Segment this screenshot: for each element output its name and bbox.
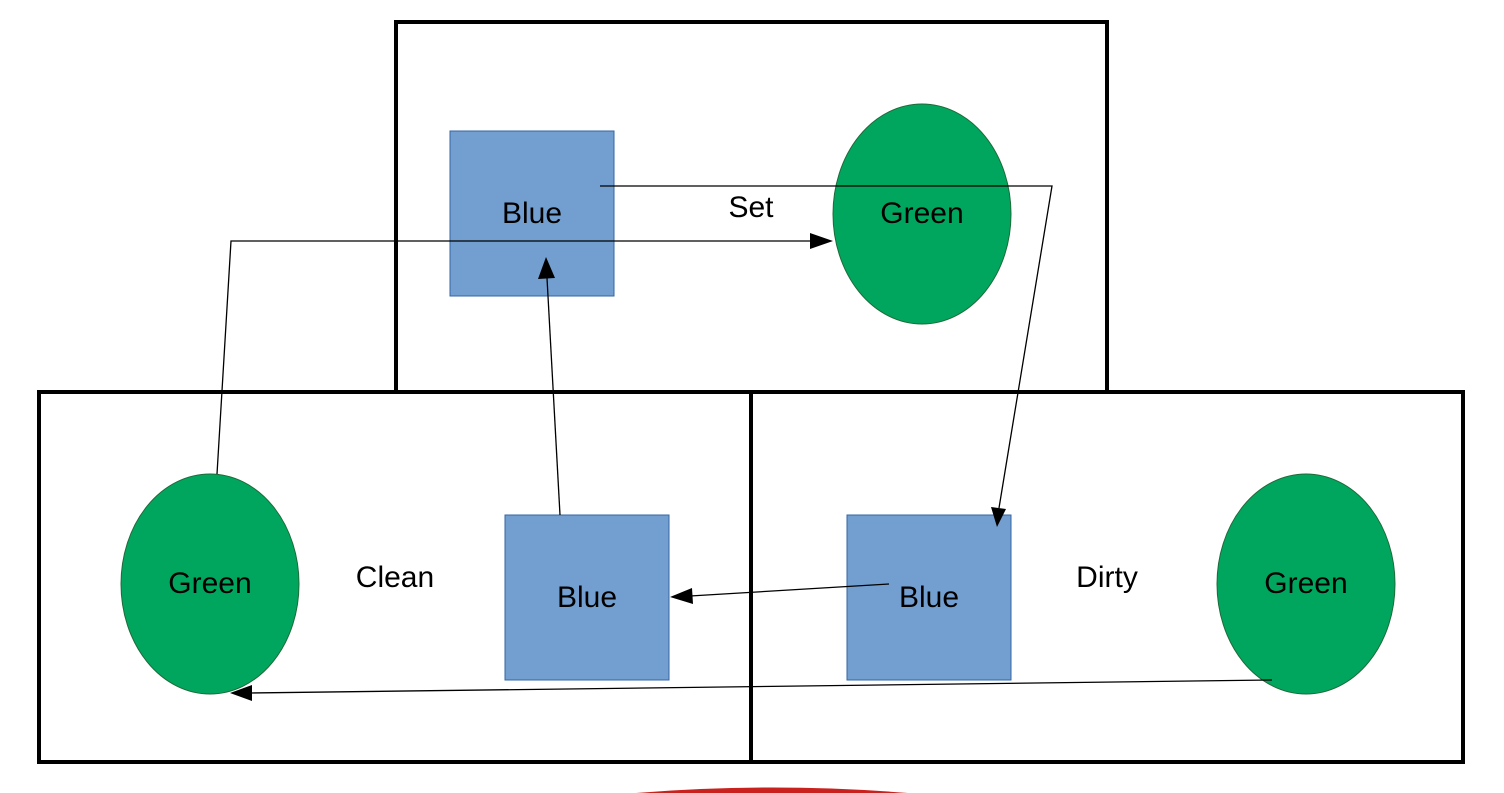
- set-box-label: Set: [728, 191, 774, 224]
- dirty-blue-label: Blue: [899, 581, 959, 614]
- dirty-green-label: Green: [1264, 567, 1347, 600]
- arrowhead: [670, 588, 693, 604]
- clean-green-node: Green: [120, 473, 300, 695]
- edge-clean-blue-to-set-blue: [538, 257, 561, 516]
- clean-green-label: Green: [168, 567, 251, 600]
- set-blue-node: Blue: [449, 130, 615, 297]
- clean-blue-node: Blue: [504, 514, 670, 681]
- clean-blue-label: Blue: [557, 581, 617, 614]
- set-green-node: Green: [832, 103, 1012, 325]
- clean-box-label: Clean: [356, 561, 434, 594]
- dirty-blue-node: Blue: [846, 514, 1012, 681]
- arrowhead: [810, 233, 833, 249]
- dirty-box-label: Dirty: [1076, 561, 1138, 594]
- arrowhead: [230, 685, 252, 701]
- set-green-label: Green: [880, 197, 963, 230]
- arrowhead: [538, 257, 555, 279]
- partial-shape-bottom: [636, 787, 908, 793]
- edge-dirty-green-to-clean-green: [230, 679, 1273, 701]
- dirty-green-node: Green: [1216, 473, 1396, 695]
- edge-clean-green-to-set-green: [216, 233, 833, 475]
- edge-dirty-blue-to-clean-blue: [670, 583, 890, 604]
- arrowhead: [991, 507, 1006, 527]
- set-blue-label: Blue: [502, 197, 562, 230]
- edge-set-blue-to-dirty-blue: [600, 185, 1053, 527]
